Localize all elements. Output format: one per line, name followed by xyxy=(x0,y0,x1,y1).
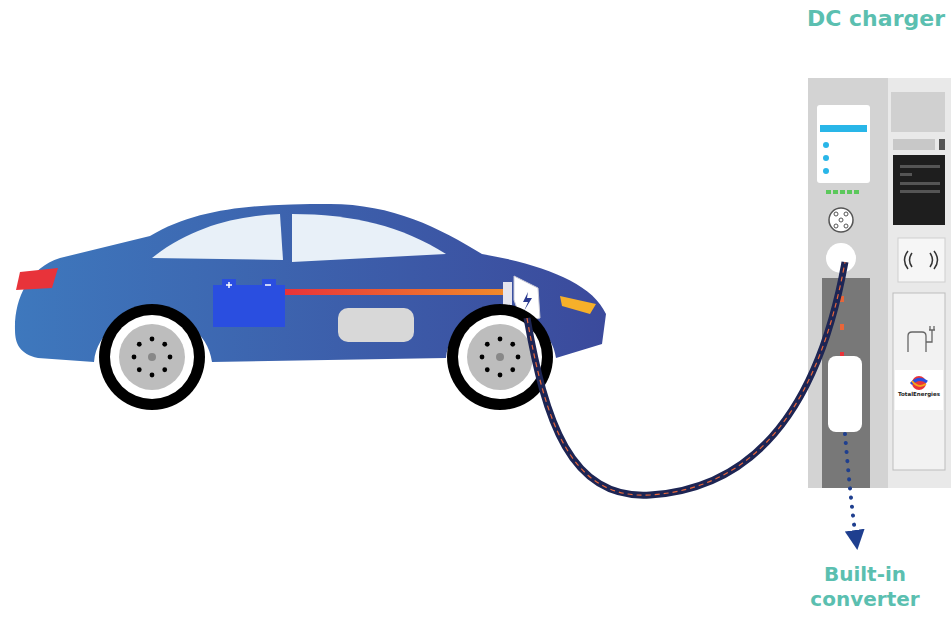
cable xyxy=(527,262,845,495)
charger-body xyxy=(808,78,951,488)
converter-label: Built-in converter xyxy=(795,562,935,612)
car xyxy=(15,204,606,410)
leader-line xyxy=(845,434,856,540)
brand-logo-text: TotalEnergies xyxy=(895,392,943,398)
charger-title: DC charger xyxy=(800,0,951,31)
charger-unit: DC charger xyxy=(800,0,951,488)
cable-stripe xyxy=(527,262,845,495)
